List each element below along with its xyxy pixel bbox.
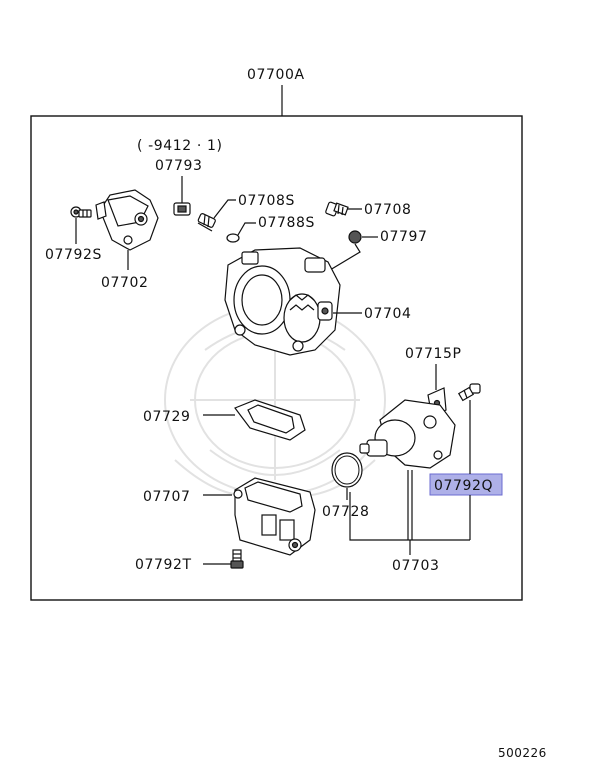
plug-07797 bbox=[348, 230, 362, 244]
label-07728: 07728 bbox=[322, 504, 370, 520]
label-07729: 07729 bbox=[143, 409, 191, 425]
leader-07788s bbox=[237, 222, 256, 236]
label-07792t: 07792T bbox=[135, 557, 192, 573]
label-07707: 07707 bbox=[143, 489, 191, 505]
label-07708: 07708 bbox=[364, 202, 412, 218]
leader-07703 bbox=[349, 470, 470, 555]
label-07715p: 07715P bbox=[405, 346, 462, 362]
label-07703: 07703 bbox=[392, 558, 440, 574]
bolt-07792t bbox=[230, 549, 244, 569]
label-07793: 07793 bbox=[155, 158, 203, 174]
leader-07708s bbox=[213, 199, 236, 219]
label-07792s: 07792S bbox=[45, 247, 102, 263]
o-ring-07788s bbox=[226, 233, 240, 243]
highlight-07792q bbox=[429, 473, 503, 496]
label-07788s: 07788S bbox=[258, 215, 315, 231]
label-07797: 07797 bbox=[380, 229, 428, 245]
assembly-label: 07700A bbox=[247, 67, 305, 83]
screw-07792q bbox=[457, 383, 481, 402]
bolt-07708 bbox=[325, 201, 349, 217]
screw-07708s bbox=[197, 213, 216, 232]
assembly-frame bbox=[30, 115, 523, 601]
label-07792q[interactable]: 07792Q bbox=[434, 478, 493, 494]
date-range-note: ( -9412 · 1) bbox=[137, 138, 223, 154]
figure-number: 500226 bbox=[498, 746, 547, 760]
gasket-07729 bbox=[234, 399, 306, 441]
adapter-07707 bbox=[233, 477, 316, 556]
screw-07792s bbox=[70, 206, 92, 218]
o-ring-07728 bbox=[331, 452, 363, 488]
label-07704: 07704 bbox=[364, 306, 412, 322]
idle-speed-control-07703 bbox=[359, 399, 456, 469]
throttle-body-07704 bbox=[224, 247, 341, 356]
sensor-connector-07793 bbox=[173, 202, 191, 216]
label-07702: 07702 bbox=[101, 275, 149, 291]
o-ring-07728-inner bbox=[334, 455, 360, 485]
label-07708s: 07708S bbox=[238, 193, 295, 209]
throttle-position-sensor-07702 bbox=[95, 189, 159, 251]
